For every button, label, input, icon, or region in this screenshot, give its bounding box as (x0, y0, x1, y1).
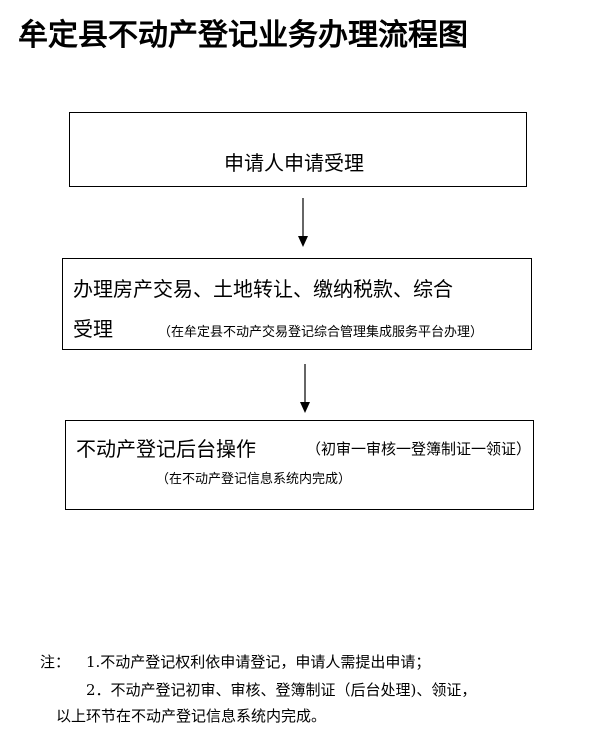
note-item: 以上环节在不动产登记信息系统内完成。 (56, 707, 327, 725)
arrow-down-icon (300, 364, 310, 413)
step-label: 不动产登记后台操作 (76, 437, 256, 461)
step-sequence: （初审一审核一登簿制证一领证） (306, 440, 532, 458)
flow-step-transaction: 办理房产交易、土地转让、缴纳税款、综合 受理 （在牟定县不动产交易登记综合管理集… (62, 258, 532, 350)
step-label-continued: 受理 (73, 317, 113, 341)
flow-step-backend: 不动产登记后台操作 （初审一审核一登簿制证一领证） （在不动产登记信息系统内完成… (65, 420, 534, 510)
step-note: （在不动产登记信息系统内完成） (156, 472, 352, 487)
step-label: 办理房产交易、土地转让、缴纳税款、综合 (73, 277, 453, 301)
page-title: 牟定县不动产登记业务办理流程图 (18, 18, 468, 53)
note-item: 1.不动产登记权利依申请登记，申请人需提出申请； (86, 653, 431, 671)
notes-label: 注： (40, 653, 71, 671)
note-item: 2．不动产登记初审、审核、登簿制证（后台处理)、领证， (86, 681, 477, 699)
step-note: （在牟定县不动产交易登记综合管理集成服务平台办理） (158, 325, 484, 340)
flow-step-application: 申请人申请受理 (69, 112, 527, 187)
arrow-down-icon (298, 198, 308, 247)
step-label: 申请人申请受理 (224, 151, 364, 175)
